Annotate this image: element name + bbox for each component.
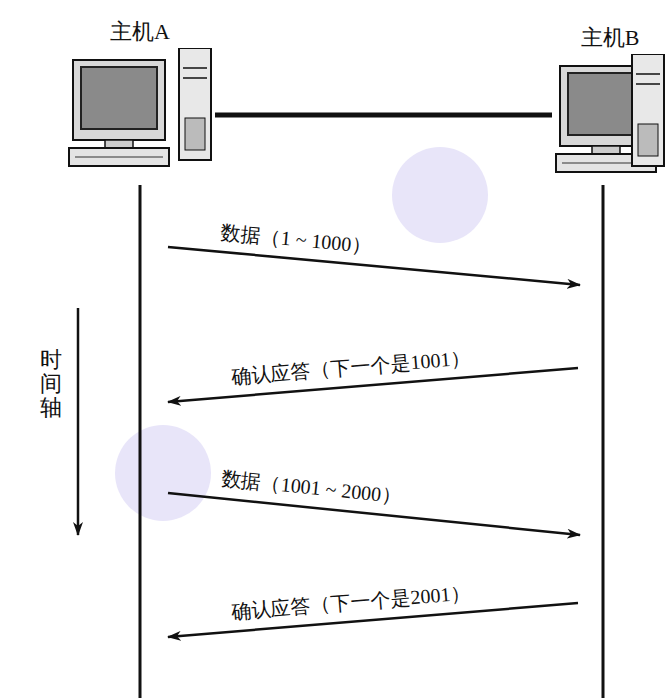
host-node: 主机A xyxy=(65,18,215,176)
host-node: 主机B xyxy=(552,24,668,174)
network-cable xyxy=(215,113,552,118)
highlight-circle xyxy=(392,147,488,243)
computer-icon xyxy=(552,54,668,179)
message-label: 数据（1 ~ 1000） xyxy=(220,220,372,258)
highlight-circle xyxy=(115,425,211,521)
message-label: 确认应答（下一个是2001） xyxy=(230,580,471,624)
axis-label: 时间轴 xyxy=(40,348,62,421)
message-arrow xyxy=(168,247,580,285)
timeline-a xyxy=(139,185,142,698)
time-axis-arrow xyxy=(77,308,80,535)
host-label: 主机A xyxy=(65,18,215,46)
computer-icon xyxy=(65,48,215,173)
timeline-b xyxy=(602,185,605,698)
host-label: 主机B xyxy=(552,24,668,52)
message-label: 确认应答（下一个是1001） xyxy=(230,345,471,389)
